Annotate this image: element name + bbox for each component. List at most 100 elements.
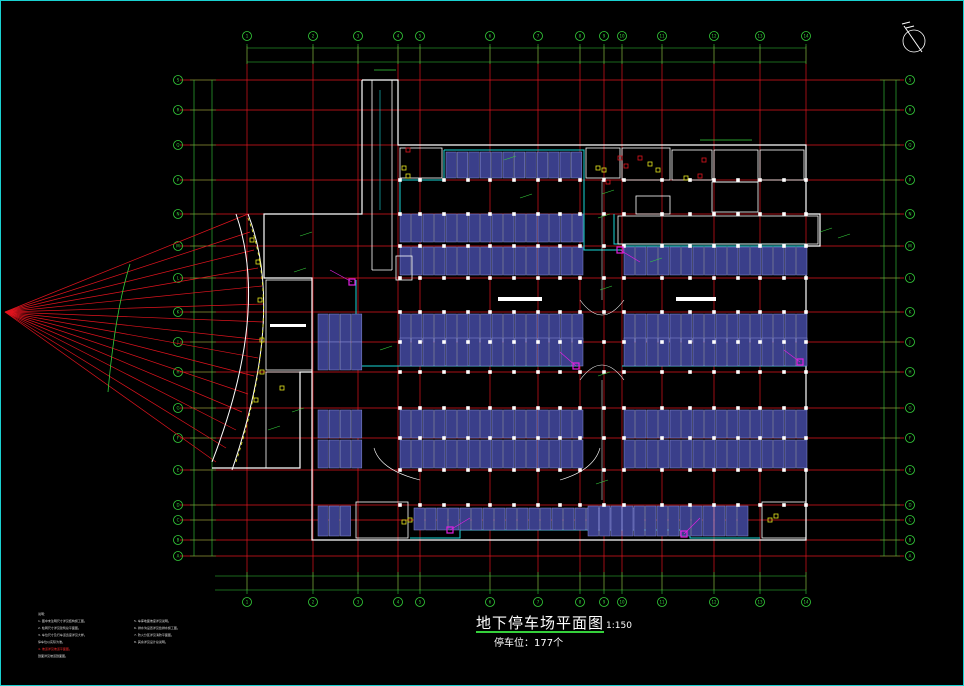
drawing-scale: 1:150 (606, 621, 632, 631)
structural-column (512, 178, 516, 182)
equipment-mark (767, 517, 773, 523)
parking-stall (399, 409, 411, 439)
ramp-radial-line (4, 285, 263, 313)
structural-column (398, 468, 402, 472)
parking-stall (328, 313, 340, 343)
ramp-radial-line (4, 311, 259, 359)
parking-stall (560, 409, 572, 439)
structural-column (442, 276, 446, 280)
grid-bubble-label: J (908, 340, 910, 345)
structural-column (804, 212, 808, 216)
equipment-mark (405, 173, 411, 179)
structural-column (418, 340, 422, 344)
parking-stall (340, 409, 351, 439)
structural-column (782, 436, 786, 440)
structural-column (804, 340, 808, 344)
structural-column (578, 503, 582, 507)
structural-column (712, 340, 716, 344)
structural-column (782, 244, 786, 248)
parking-stall (704, 409, 716, 439)
corridor-room (617, 215, 819, 245)
leader-line (329, 269, 353, 283)
note-line: 2. 柱网尺寸详见建筑总平面图。 (38, 626, 81, 630)
parking-stall (468, 151, 480, 179)
note-line: 5. 车库地面坡度详见说明。 (134, 619, 171, 623)
service-room (399, 147, 443, 179)
structural-column (712, 276, 716, 280)
service-room (265, 279, 313, 371)
structural-column (398, 406, 402, 410)
parking-stall (560, 439, 572, 469)
structural-column (418, 276, 422, 280)
parking-stall (468, 337, 480, 367)
parking-stall (623, 439, 635, 469)
grid-bubble-label: 9 (603, 600, 606, 605)
grid-bubble-label: 8 (579, 34, 582, 39)
structural-column (804, 244, 808, 248)
grid-bubble (575, 31, 585, 41)
structural-column (418, 212, 422, 216)
structural-column (602, 468, 606, 472)
parking-stall (494, 507, 506, 531)
parking-stall (448, 507, 460, 531)
equipment-mark (605, 179, 611, 185)
parking-stall (434, 337, 446, 367)
parking-stall (773, 246, 785, 276)
parking-stall (340, 505, 351, 537)
parking-stall (796, 439, 808, 469)
grid-bubble (905, 175, 915, 185)
structural-column (442, 468, 446, 472)
parking-stall (560, 246, 572, 276)
parking-stall (725, 505, 737, 537)
annotation-leader (819, 227, 833, 233)
structural-column (442, 436, 446, 440)
grid-bubble (905, 241, 915, 251)
grid-bubble (308, 597, 318, 607)
parking-stall (784, 409, 796, 439)
parking-stall (480, 409, 492, 439)
grid-bubble (617, 31, 627, 41)
structural-column (398, 340, 402, 344)
service-room (671, 149, 713, 181)
structural-column (578, 468, 582, 472)
equipment-mark (255, 259, 261, 265)
parking-stall (572, 213, 584, 243)
leader-line (783, 349, 801, 363)
equipment-mark (697, 173, 703, 179)
structural-column (688, 244, 692, 248)
grid-bubble-label: S (177, 78, 180, 83)
equipment-mark (637, 155, 643, 161)
parking-stall (399, 439, 411, 469)
grid-bubble-label: 1 (246, 34, 249, 39)
structural-column (558, 503, 562, 507)
parking-stall (623, 246, 635, 276)
structural-column (782, 503, 786, 507)
parking-stall (635, 246, 647, 276)
structural-column (622, 503, 626, 507)
parking-stall (692, 337, 704, 367)
parking-stall (727, 246, 739, 276)
grid-bubble (415, 597, 425, 607)
parking-stall (761, 337, 773, 367)
structural-column (558, 436, 562, 440)
structural-column (398, 370, 402, 374)
grid-bubble-label: 11 (659, 600, 665, 605)
structural-column (578, 276, 582, 280)
parking-stall (551, 507, 563, 531)
parking-stall (540, 507, 552, 531)
service-room (711, 181, 759, 213)
structural-column (736, 340, 740, 344)
grid-bubble (173, 75, 183, 85)
structural-column (622, 212, 626, 216)
structural-column (512, 406, 516, 410)
structural-column (418, 406, 422, 410)
grid-bubble (173, 241, 183, 251)
notes-heading: 说明： (38, 612, 48, 616)
ramp-radial-line (4, 249, 255, 313)
parking-stall (411, 213, 423, 243)
parking-stall (738, 409, 750, 439)
grid-bubble-label: B (177, 538, 180, 543)
grid-bubble-label: 14 (803, 34, 809, 39)
parking-stall (623, 337, 635, 367)
